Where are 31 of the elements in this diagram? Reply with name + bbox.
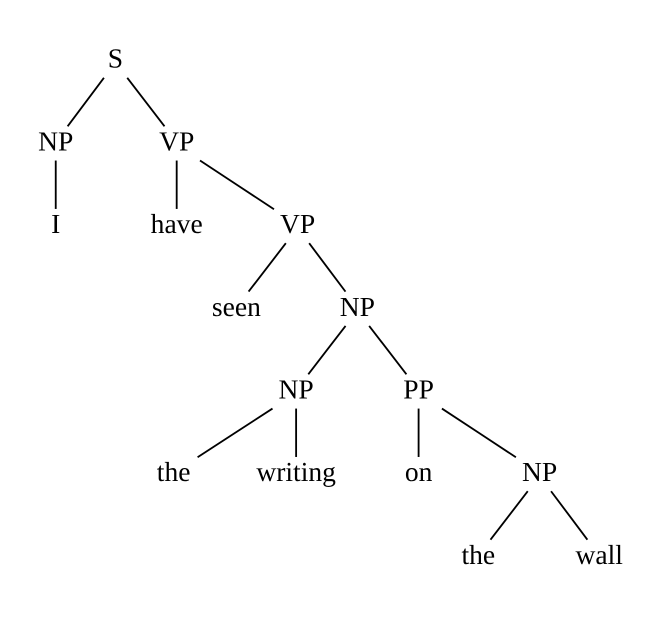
connector — [490, 490, 528, 540]
connector — [550, 490, 588, 540]
connector — [176, 160, 178, 208]
connector — [368, 324, 408, 374]
node-text: VP — [159, 124, 194, 156]
node-text: VP — [280, 208, 316, 239]
node-text: NP — [522, 456, 558, 487]
node-text: NP — [340, 290, 375, 322]
node-text: I — [51, 208, 60, 239]
connector — [441, 407, 516, 458]
connector — [66, 76, 105, 126]
node-text: NP — [278, 372, 314, 404]
connector — [248, 242, 287, 292]
connector — [308, 324, 346, 374]
connector — [126, 76, 166, 126]
connector — [197, 407, 273, 458]
node-text: the — [156, 456, 190, 487]
node-text: wall — [576, 538, 623, 570]
node-text: NP — [38, 124, 74, 156]
connector — [295, 408, 298, 456]
node-text: S — [108, 42, 124, 74]
connector — [308, 242, 346, 292]
connector — [54, 160, 57, 208]
node-text: seen — [212, 290, 261, 322]
connector — [418, 408, 420, 456]
node-text: on — [404, 456, 432, 487]
node-text: writing — [256, 456, 336, 487]
node-text: the — [461, 538, 496, 570]
connector — [200, 159, 274, 210]
node-text: PP — [403, 372, 434, 404]
node-text: have — [150, 208, 203, 239]
